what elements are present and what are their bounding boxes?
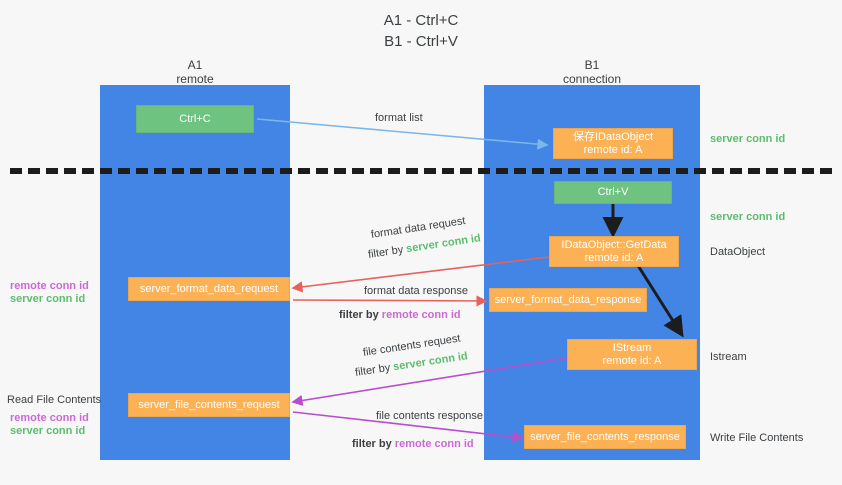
column-header-a1-name: A1 (187, 58, 203, 72)
side-label-server-conn-id-upper: server conn id (10, 293, 86, 305)
side-label-server-conn-id-top: server conn id (710, 133, 786, 145)
node-server-format-data-response[interactable]: server_format_data_response (489, 288, 647, 312)
node-server-file-contents-request-label: server_file_contents_request (138, 398, 280, 411)
column-header-b1: B1 connection (527, 58, 657, 86)
edge-label-format-data-response: format data response (364, 285, 468, 297)
node-istream-line1: IStream (612, 341, 652, 354)
filter-prefix: filter by (354, 361, 395, 379)
side-label-read-file-contents: Read File Contents (7, 394, 102, 406)
side-label-istream: Istream (710, 351, 747, 363)
side-label-remote-conn-id-upper: remote conn id (10, 280, 89, 292)
node-save-idataobject[interactable]: 保存IDataObject remote id: A (553, 128, 673, 159)
node-ctrl-c-label: Ctrl+C (179, 112, 211, 125)
filter-prefix: filter by (352, 438, 395, 450)
column-header-b1-sub: connection (562, 72, 622, 86)
node-server-format-data-request-label: server_format_data_request (139, 282, 279, 295)
column-header-b1-name: B1 (584, 58, 600, 72)
node-save-idataobject-line2: remote id: A (583, 143, 643, 156)
node-server-format-data-response-label: server_format_data_response (494, 293, 642, 306)
side-label-dataobject: DataObject (710, 246, 766, 258)
edge-label-file-contents-response: file contents response (376, 410, 484, 422)
node-ctrl-c[interactable]: Ctrl+C (136, 105, 254, 133)
node-getdata-line1: IDataObject::GetData (561, 238, 667, 251)
node-getdata-line2: remote id: A (584, 251, 644, 264)
side-label-remote-conn-id-lower: remote conn id (10, 412, 89, 424)
edge-label-file-contents-response-filter: filter by remote conn id (352, 434, 474, 452)
page-title: A1 - Ctrl+C B1 - Ctrl+V (383, 12, 459, 50)
node-server-format-data-request[interactable]: server_format_data_request (128, 277, 290, 301)
node-ctrl-v[interactable]: Ctrl+V (554, 181, 672, 204)
edge-label-format-list: format list (375, 112, 423, 124)
filter-value-remote-conn-id: remote conn id (394, 438, 474, 450)
node-server-file-contents-request[interactable]: server_file_contents_request (128, 393, 290, 417)
filter-prefix: filter by (339, 309, 382, 321)
side-label-server-conn-id-mid: server conn id (710, 211, 786, 223)
node-istream[interactable]: IStream remote id: A (567, 339, 697, 370)
arrow-format-data-response (292, 295, 488, 307)
phase-divider (10, 168, 832, 174)
filter-prefix: filter by (367, 243, 408, 261)
filter-value-server-conn-id: server conn id (405, 232, 482, 256)
node-server-file-contents-response[interactable]: server_file_contents_response (524, 425, 686, 449)
node-ctrl-v-label: Ctrl+V (597, 186, 629, 198)
filter-value-remote-conn-id: remote conn id (381, 309, 461, 321)
side-label-write-file-contents: Write File Contents (710, 432, 804, 444)
node-idataobject-getdata[interactable]: IDataObject::GetData remote id: A (549, 236, 679, 267)
side-label-server-conn-id-lower: server conn id (10, 425, 86, 437)
node-server-file-contents-response-label: server_file_contents_response (530, 430, 680, 443)
column-header-a1: A1 remote (130, 58, 260, 86)
column-header-a1-sub: remote (176, 72, 214, 86)
node-istream-line2: remote id: A (602, 354, 662, 367)
node-save-idataobject-line1: 保存IDataObject (572, 130, 654, 143)
edge-label-format-data-response-filter: filter by remote conn id (339, 305, 461, 323)
